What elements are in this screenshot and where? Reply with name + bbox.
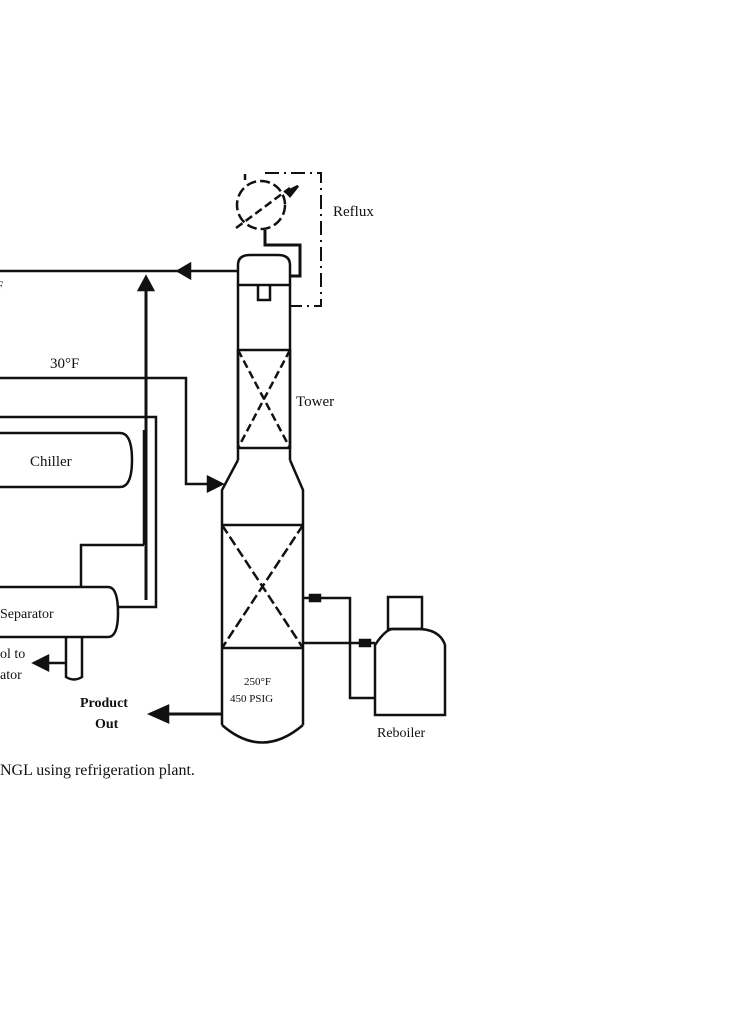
reflux-condenser [235, 174, 299, 231]
bottom-pressure-label: 450 PSIG [230, 693, 273, 705]
chiller-label: Chiller [30, 454, 72, 470]
chiller [0, 431, 134, 489]
glycol-label-line1: ol to [0, 647, 25, 662]
feed-line [0, 376, 218, 486]
separator [0, 585, 120, 639]
reflux-line [265, 172, 322, 307]
figure-caption: NGL using refrigeration plant. [0, 762, 195, 779]
feed-temp-label: 30°F [50, 356, 79, 372]
reflux-label: Reflux [333, 204, 374, 220]
cut-off-label: F [0, 278, 3, 293]
product-label-line1: Product [80, 696, 128, 711]
reboiler [373, 595, 447, 717]
tower-label: Tower [296, 394, 334, 410]
tower-top-dome [236, 253, 292, 340]
lower-packed-bed [220, 523, 305, 650]
upper-packed-bed [236, 348, 292, 450]
glycol-label-line2: ator [0, 668, 22, 683]
bottom-temp-label: 250°F [244, 676, 271, 688]
separator-label: Separator [0, 607, 54, 622]
product-label-line2: Out [95, 717, 119, 732]
condenser-outlet [263, 230, 302, 278]
reboiler-label: Reboiler [377, 726, 426, 741]
